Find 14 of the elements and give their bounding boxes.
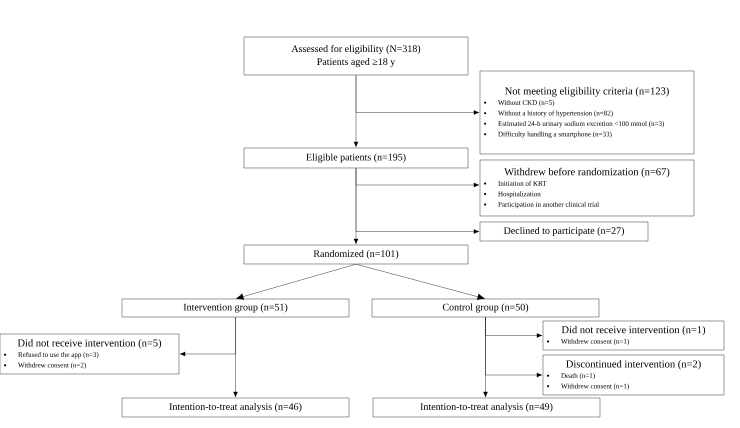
process-box: Intention-to-treat analysis (n=46) [122,398,350,418]
process-box: Randomized (n=101) [244,244,468,264]
process-box: Intention-to-treat analysis (n=49) [372,398,600,418]
arrow [485,317,542,378]
arrow [236,264,356,300]
process-box: Eligible patients (n=195) [244,148,468,168]
process-box: Assessed for eligibility (N=318) Patients aged ≥18 y [244,36,468,76]
arrow [180,317,236,356]
process-box: Intervention group (n=51) [122,298,350,318]
arrow [356,75,480,115]
process-box: Control group (n=50) [372,298,600,318]
arrow [356,168,480,234]
process-box: Declined to participate (n=27) [480,222,648,242]
arrow [356,264,485,300]
